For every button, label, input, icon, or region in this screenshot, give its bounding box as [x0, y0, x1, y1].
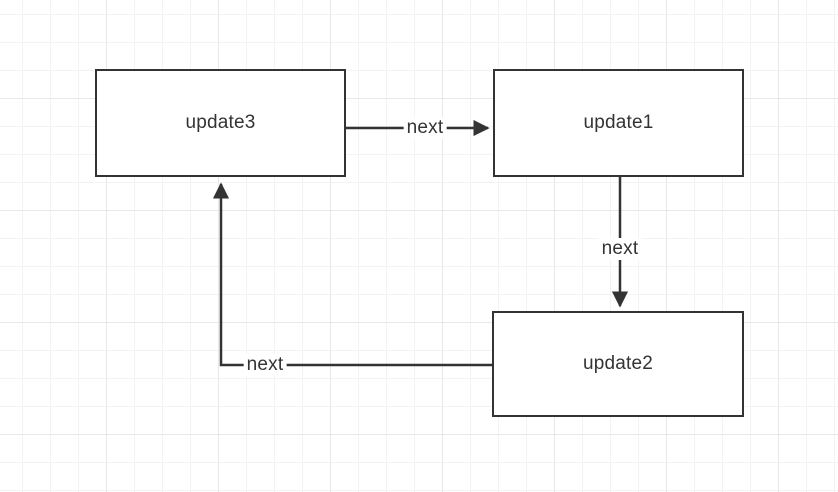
node-label: update3 — [185, 112, 256, 133]
node-label: update1 — [583, 112, 654, 133]
node-update2[interactable]: update2 — [492, 311, 744, 417]
edge-label-update3-to-update1: next — [403, 117, 447, 139]
node-label: update2 — [582, 353, 654, 374]
node-update3[interactable]: update3 — [95, 69, 346, 177]
edge-label-update2-to-update3: next — [243, 354, 287, 376]
edge-update2-to-update3[interactable] — [212, 182, 492, 367]
node-update1[interactable]: update1 — [493, 69, 744, 177]
edge-label-update1-to-update2: next — [598, 238, 642, 260]
